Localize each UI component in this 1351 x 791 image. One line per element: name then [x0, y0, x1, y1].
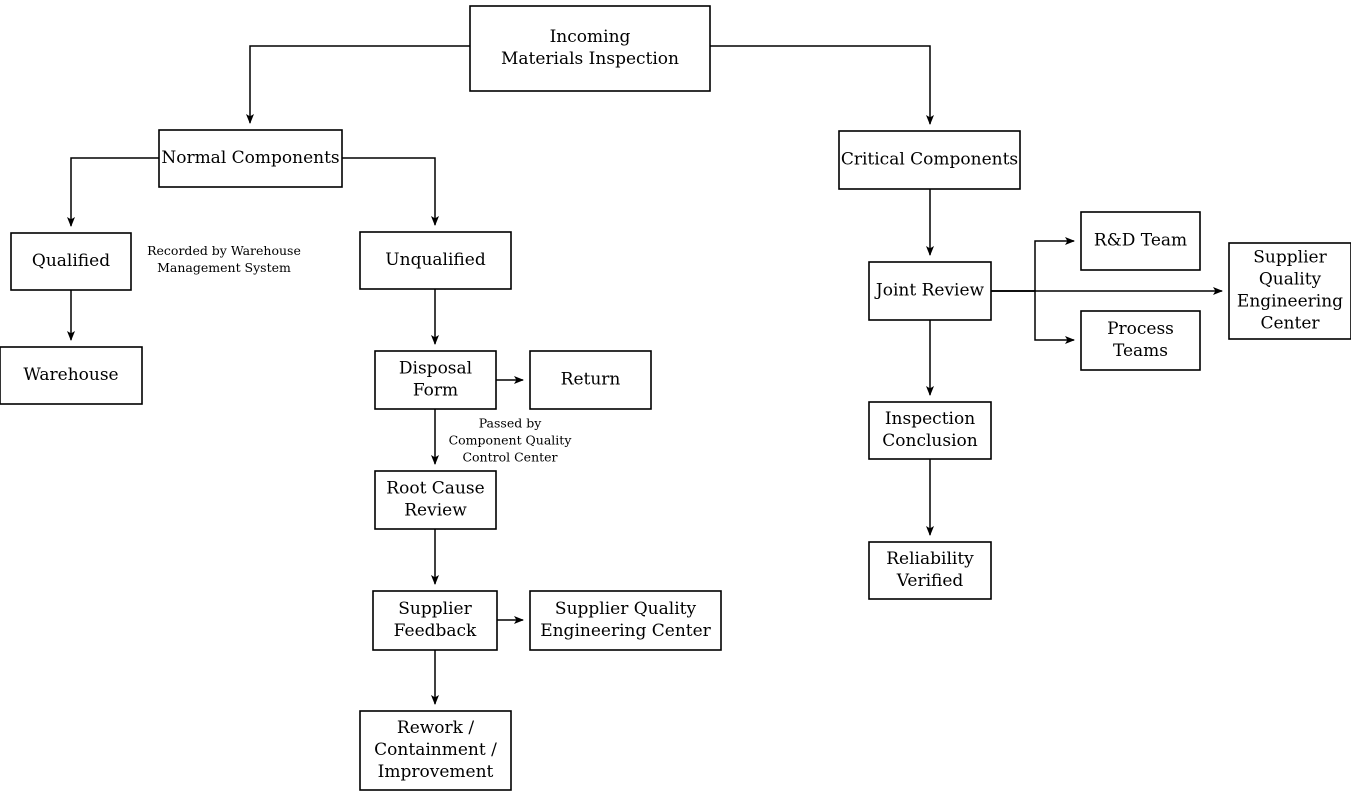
node-rd-team[interactable]: R&D Team: [1080, 211, 1201, 271]
node-box-supplier-quality-engineering-center-right: [1228, 242, 1351, 340]
node-label-reliability-verified: Reliability: [886, 549, 974, 569]
node-box-incoming-materials-inspection: [469, 5, 711, 92]
node-box-joint-review: [868, 261, 992, 321]
node-box-supplier-feedback: [372, 590, 498, 651]
node-label-rework-containment-improvement: Rework /: [397, 718, 474, 738]
edge-label-text-component-quality-control: Component Quality: [449, 433, 573, 448]
node-label-supplier-quality-engineering-center-right: Engineering: [1237, 292, 1343, 312]
node-label-root-cause-review: Review: [404, 501, 467, 521]
edge-label-text-component-quality-control: Control Center: [462, 450, 557, 465]
node-label-unqualified: Unqualified: [385, 250, 486, 270]
node-qualified[interactable]: Qualified: [10, 232, 132, 291]
edge-normal-components-to-qualified: [67, 157, 159, 227]
edges-layer: [67, 45, 1223, 705]
edge-incoming-materials-inspection-to-normal-components: [246, 45, 470, 124]
node-box-supplier-quality-engineering-center-mid: [529, 590, 722, 651]
edge-joint-review-to-rd-team: [991, 237, 1075, 292]
node-box-rework-containment-improvement: [359, 710, 512, 791]
node-box-warehouse: [0, 346, 143, 405]
node-label-supplier-feedback: Supplier: [398, 599, 472, 619]
edge-incoming-materials-inspection-to-critical-components: [710, 45, 934, 125]
node-label-critical-components: Critical Components: [841, 150, 1018, 170]
node-label-incoming-materials-inspection: Incoming: [550, 27, 631, 47]
node-box-critical-components: [838, 130, 1021, 190]
node-label-joint-review: Joint Review: [874, 281, 985, 301]
node-label-disposal-form: Disposal: [399, 359, 472, 379]
node-label-process-teams: Process: [1107, 319, 1174, 339]
edge-joint-review-to-process-teams: [991, 290, 1075, 344]
node-label-reliability-verified: Verified: [896, 571, 964, 591]
node-critical-components[interactable]: Critical Components: [838, 130, 1021, 190]
node-box-root-cause-review: [374, 470, 497, 530]
node-return-node[interactable]: Return: [529, 350, 652, 410]
node-label-normal-components: Normal Components: [161, 148, 339, 168]
edge-label-text-warehouse-management: Management System: [157, 260, 291, 275]
node-label-rework-containment-improvement: Containment /: [374, 740, 497, 760]
node-label-warehouse: Warehouse: [23, 365, 118, 385]
node-box-qualified: [10, 232, 132, 291]
node-label-rd-team: R&D Team: [1094, 231, 1187, 251]
node-label-inspection-conclusion: Inspection: [885, 409, 975, 429]
node-unqualified[interactable]: Unqualified: [359, 231, 512, 290]
node-rework-containment-improvement[interactable]: Rework /Containment /Improvement: [359, 710, 512, 791]
node-box-disposal-form: [374, 350, 497, 410]
node-box-inspection-conclusion: [868, 401, 992, 460]
node-box-rd-team: [1080, 211, 1201, 271]
node-box-reliability-verified: [868, 541, 992, 600]
node-box-process-teams: [1080, 310, 1201, 371]
edge-normal-components-to-unqualified: [342, 157, 439, 226]
node-label-return-node: Return: [561, 370, 621, 390]
node-box-return-node: [529, 350, 652, 410]
node-label-supplier-quality-engineering-center-right: Quality: [1259, 270, 1322, 290]
node-label-incoming-materials-inspection: Materials Inspection: [501, 49, 679, 69]
node-label-disposal-form: Form: [413, 381, 458, 401]
node-label-qualified: Qualified: [32, 251, 110, 271]
node-label-rework-containment-improvement: Improvement: [378, 762, 494, 782]
node-label-supplier-quality-engineering-center-mid: Engineering Center: [540, 621, 711, 641]
node-label-supplier-quality-engineering-center-right: Supplier: [1253, 248, 1327, 268]
node-label-root-cause-review: Root Cause: [386, 479, 484, 499]
node-label-inspection-conclusion: Conclusion: [882, 431, 977, 451]
node-label-supplier-quality-engineering-center-mid: Supplier Quality: [555, 599, 697, 619]
node-label-supplier-quality-engineering-center-right: Center: [1260, 314, 1320, 334]
node-box-normal-components: [158, 129, 343, 188]
node-box-unqualified: [359, 231, 512, 290]
node-label-process-teams: Teams: [1113, 341, 1168, 361]
node-label-supplier-feedback: Feedback: [394, 621, 477, 641]
node-warehouse[interactable]: Warehouse: [0, 346, 143, 405]
edge-label-text-component-quality-control: Passed by: [479, 416, 543, 431]
node-normal-components[interactable]: Normal Components: [158, 129, 343, 188]
node-joint-review[interactable]: Joint Review: [868, 261, 992, 321]
edge-label-text-warehouse-management: Recorded by Warehouse: [147, 243, 301, 258]
